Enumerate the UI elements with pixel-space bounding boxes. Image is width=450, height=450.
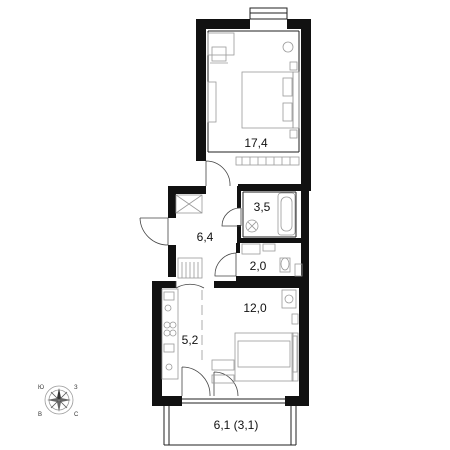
room-area-bedroom: 17,4 xyxy=(244,136,268,150)
compass-ring xyxy=(44,385,74,415)
compass-needle-icon xyxy=(57,388,61,400)
loggia xyxy=(163,398,297,446)
compass-south: Ю xyxy=(38,385,44,391)
compass: Ю З В С xyxy=(38,385,79,418)
compass-east: В xyxy=(38,412,42,418)
doors xyxy=(139,160,242,397)
bathroom-fixtures xyxy=(245,192,296,236)
room-area-hallway: 6,4 xyxy=(197,230,214,244)
room-area-living-room: 12,0 xyxy=(243,301,267,315)
room-area-bathroom: 3,5 xyxy=(254,200,271,214)
bedroom-furniture xyxy=(207,32,300,166)
bedroom-window xyxy=(249,7,288,20)
kitchen-fixtures xyxy=(161,288,203,380)
hall-storage xyxy=(175,194,203,279)
room-area-kitchen: 5,2 xyxy=(182,333,199,347)
walls xyxy=(152,19,311,406)
compass-north: С xyxy=(74,412,79,418)
room-area-toilet: 2,0 xyxy=(250,259,267,273)
toilet-fixtures xyxy=(241,243,303,277)
compass-west: З xyxy=(74,385,78,391)
room-area-loggia: 6,1 (3,1) xyxy=(214,418,259,432)
living-room-furniture xyxy=(211,289,299,384)
